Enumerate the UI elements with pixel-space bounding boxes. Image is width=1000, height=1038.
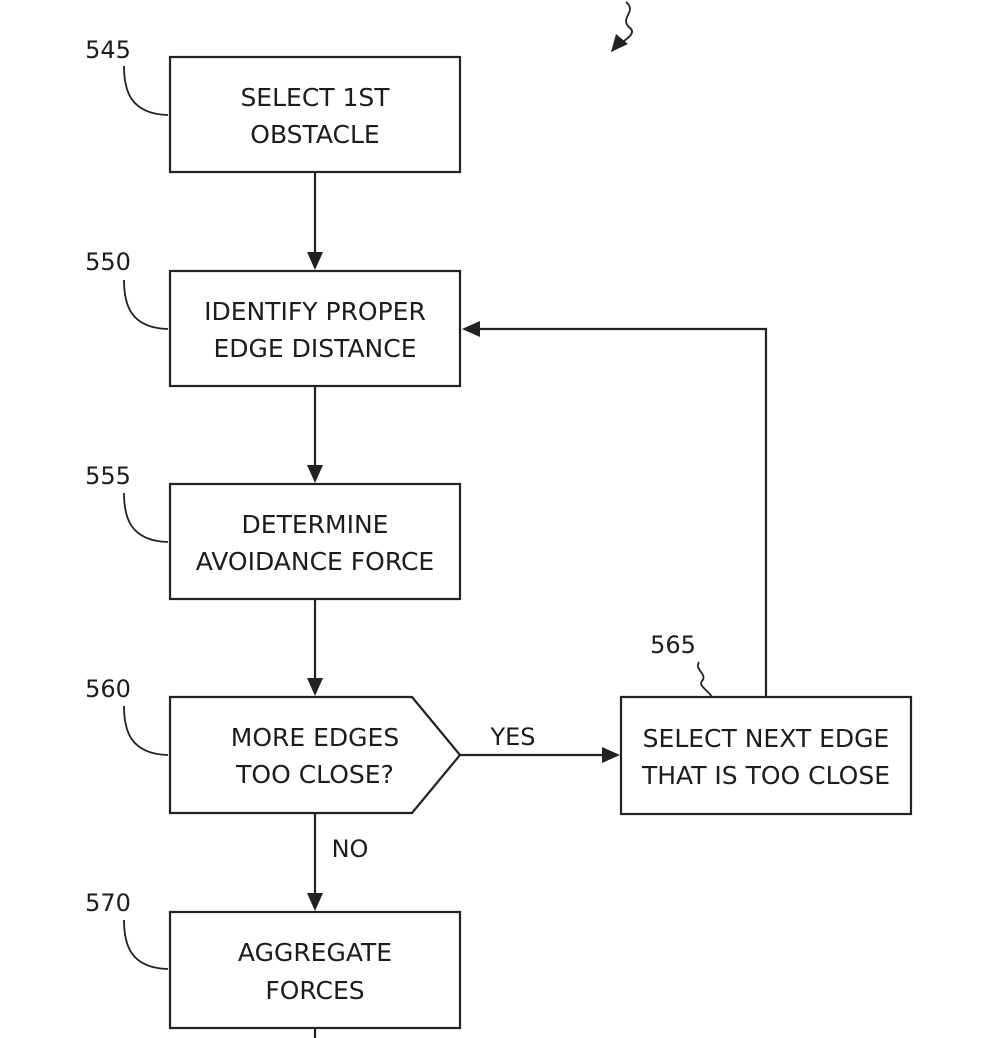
step-560-label-line2: TOO CLOSE? — [235, 760, 394, 789]
step-545: SELECT 1ST OBSTACLE 545 — [85, 36, 462, 174]
step-565-box — [619, 695, 913, 816]
figure-pointer-arrowhead — [611, 34, 628, 52]
step-550-label-line2: EDGE DISTANCE — [213, 334, 416, 363]
step-555-ref: 555 — [85, 462, 131, 490]
step-560: MORE EDGES TOO CLOSE? 560 — [85, 675, 462, 815]
step-545-label-line2: OBSTACLE — [250, 120, 379, 149]
step-560-label-line1: MORE EDGES — [231, 723, 399, 752]
step-570-leader — [123, 919, 169, 970]
step-560-leader — [123, 705, 169, 756]
step-550-label-line1: IDENTIFY PROPER — [204, 297, 426, 326]
step-570: AGGREGATE FORCES 570 — [85, 889, 462, 1030]
step-570-ref: 570 — [85, 889, 131, 917]
step-570-label-line1: AGGREGATE — [238, 938, 392, 967]
edge-label-no: NO — [332, 835, 369, 863]
step-555-box — [168, 482, 462, 601]
step-545-label-line1: SELECT 1ST — [240, 83, 390, 112]
step-565: SELECT NEXT EDGE THAT IS TOO CLOSE 565 — [619, 631, 913, 816]
step-550: IDENTIFY PROPER EDGE DISTANCE 550 — [85, 248, 462, 388]
step-545-leader — [123, 65, 169, 116]
arrow-loop-565-to-550 — [478, 327, 768, 697]
step-555-leader — [123, 492, 169, 543]
arrow-no-560-to-570-head — [307, 893, 323, 911]
step-550-ref: 550 — [85, 248, 131, 276]
arrow-545-to-550-head — [307, 252, 323, 270]
step-560-ref: 560 — [85, 675, 131, 703]
step-565-label-line1: SELECT NEXT EDGE — [643, 724, 890, 753]
step-570-box — [168, 910, 462, 1030]
step-565-leader — [697, 661, 713, 698]
step-570-label-line2: FORCES — [265, 976, 364, 1005]
step-555: DETERMINE AVOIDANCE FORCE 555 — [85, 462, 462, 601]
step-555-label-line1: DETERMINE — [242, 510, 389, 539]
step-560-decision-shape — [168, 695, 462, 815]
arrow-yes-560-to-565-head — [602, 747, 620, 763]
step-555-label-line2: AVOIDANCE FORCE — [196, 547, 434, 576]
step-565-label-line2: THAT IS TOO CLOSE — [641, 761, 890, 790]
step-550-leader — [123, 279, 169, 330]
step-565-ref: 565 — [650, 631, 696, 659]
arrow-loop-565-to-550-head — [462, 321, 480, 337]
step-545-box — [168, 55, 462, 174]
step-550-box — [168, 269, 462, 388]
arrow-555-to-560-head — [307, 678, 323, 696]
step-545-ref: 545 — [85, 36, 131, 64]
arrow-550-to-555-head — [307, 465, 323, 483]
figure-pointer-squiggle — [619, 1, 633, 45]
edge-label-yes: YES — [489, 723, 535, 751]
